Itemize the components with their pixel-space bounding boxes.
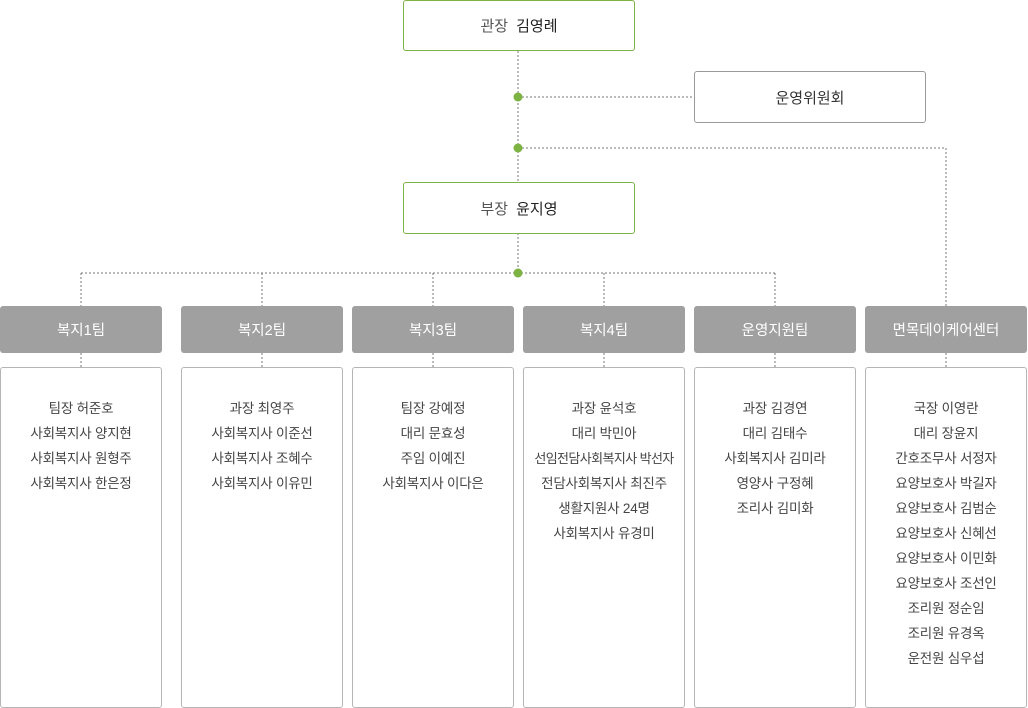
member-item: 대리 문효성 — [400, 426, 466, 441]
team-header-welfare-4: 복지4팀 — [523, 306, 685, 353]
member-item: 대리 김태수 — [742, 426, 808, 441]
team-name: 복지4팀 — [579, 323, 629, 339]
member-list: 과장 김경연 대리 김태수 사회복지사 김미라 영양사 구정혜 조리사 김미화 — [695, 396, 855, 521]
member-item: 요양보호사 이민화 — [895, 551, 997, 566]
team-members-welfare-3: 팀장 강예정 대리 문효성 주임 이예진 사회복지사 이다은 — [352, 367, 514, 708]
team-header-daycare-center: 면목데이케어센터 — [865, 306, 1027, 353]
member-item: 사회복지사 이다은 — [382, 476, 484, 491]
team-name: 운영지원팀 — [741, 323, 809, 339]
member-item: 조리원 유경옥 — [907, 626, 985, 641]
member-item: 선임전담사회복지사 박선자 — [534, 451, 674, 466]
member-list: 과장 윤석호 대리 박민아 선임전담사회복지사 박선자 전담사회복지사 최진주 … — [524, 396, 684, 546]
member-item: 조리사 김미화 — [736, 501, 814, 516]
junction-dot — [513, 143, 523, 153]
member-item: 간호조무사 서정자 — [895, 451, 997, 466]
member-list: 팀장 강예정 대리 문효성 주임 이예진 사회복지사 이다은 — [353, 396, 513, 496]
member-item: 요양보호사 조선인 — [895, 576, 997, 591]
committee-label: 운영위원회 — [775, 89, 845, 107]
director-role: 관장 — [480, 18, 509, 35]
member-item: 대리 장윤지 — [913, 426, 979, 441]
member-item: 운전원 심우섭 — [907, 651, 985, 666]
member-item: 대리 박민아 — [571, 426, 637, 441]
member-item: 팀장 허준호 — [48, 401, 114, 416]
member-item: 사회복지사 이준선 — [211, 426, 313, 441]
manager-name: 윤지영 — [516, 200, 558, 218]
manager-node: 부장 윤지영 — [403, 182, 635, 234]
manager-role: 부장 — [480, 200, 509, 218]
member-item: 사회복지사 유경미 — [553, 526, 655, 541]
member-item: 사회복지사 조혜수 — [211, 451, 313, 466]
team-header-welfare-2: 복지2팀 — [181, 306, 343, 353]
member-item: 과장 윤석호 — [571, 401, 637, 416]
team-members-welfare-4: 과장 윤석호 대리 박민아 선임전담사회복지사 박선자 전담사회복지사 최진주 … — [523, 367, 685, 708]
member-item: 생활지원사 24명 — [558, 501, 650, 516]
team-name: 면목데이케어센터 — [892, 323, 1000, 339]
team-members-daycare-center: 국장 이영란 대리 장윤지 간호조무사 서정자 요양보호사 박길자 요양보호사 … — [865, 367, 1027, 708]
team-header-welfare-3: 복지3팀 — [352, 306, 514, 353]
junction-dot — [513, 268, 523, 278]
committee-node: 운영위원회 — [694, 71, 926, 123]
director-name: 김영례 — [516, 18, 558, 35]
team-members-welfare-2: 과장 최영주 사회복지사 이준선 사회복지사 조혜수 사회복지사 이유민 — [181, 367, 343, 708]
member-item: 요양보호사 김범순 — [895, 501, 997, 516]
member-item: 요양보호사 신혜선 — [895, 526, 997, 541]
member-item: 조리원 정순임 — [907, 601, 985, 616]
team-members-operations-support: 과장 김경연 대리 김태수 사회복지사 김미라 영양사 구정혜 조리사 김미화 — [694, 367, 856, 708]
junction-dot — [513, 92, 523, 102]
director-node: 관장 김영례 — [403, 0, 635, 51]
member-item: 사회복지사 한은정 — [30, 476, 132, 491]
member-list: 과장 최영주 사회복지사 이준선 사회복지사 조혜수 사회복지사 이유민 — [182, 396, 342, 496]
member-item: 과장 김경연 — [742, 401, 808, 416]
member-item: 주임 이예진 — [400, 451, 466, 466]
member-item: 사회복지사 김미라 — [724, 451, 826, 466]
team-header-welfare-1: 복지1팀 — [0, 306, 162, 353]
member-item: 요양보호사 박길자 — [895, 476, 997, 491]
team-name: 복지2팀 — [237, 323, 287, 339]
member-item: 국장 이영란 — [913, 401, 979, 416]
member-list: 팀장 허준호 사회복지사 양지현 사회복지사 원형주 사회복지사 한은정 — [1, 396, 161, 496]
team-name: 복지1팀 — [56, 323, 106, 339]
member-item: 팀장 강예정 — [400, 401, 466, 416]
member-item: 영양사 구정혜 — [736, 476, 814, 491]
member-item: 과장 최영주 — [229, 401, 295, 416]
team-header-operations-support: 운영지원팀 — [694, 306, 856, 353]
team-members-welfare-1: 팀장 허준호 사회복지사 양지현 사회복지사 원형주 사회복지사 한은정 — [0, 367, 162, 708]
member-item: 사회복지사 양지현 — [30, 426, 132, 441]
team-name: 복지3팀 — [408, 323, 458, 339]
member-list: 국장 이영란 대리 장윤지 간호조무사 서정자 요양보호사 박길자 요양보호사 … — [866, 396, 1026, 671]
member-item: 사회복지사 이유민 — [211, 476, 313, 491]
member-item: 사회복지사 원형주 — [30, 451, 132, 466]
member-item: 전담사회복지사 최진주 — [541, 476, 667, 491]
